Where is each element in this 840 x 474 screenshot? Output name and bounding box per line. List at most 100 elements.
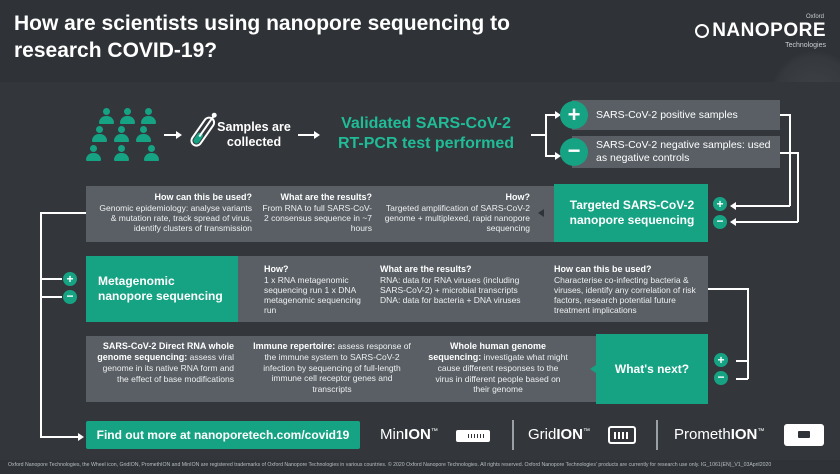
logo-wheel-icon: [695, 24, 710, 38]
plus-icon: +: [714, 353, 728, 367]
arrow-head: [590, 365, 596, 373]
person-icon: [120, 108, 135, 124]
next-item-immune: Immune repertoire: assess response of th…: [252, 341, 412, 394]
minus-icon: −: [713, 215, 727, 229]
minion-device-icon: [456, 430, 490, 442]
next-item1-text: assess viral genome in its native RNA fo…: [102, 352, 234, 384]
branch-line: [531, 134, 545, 136]
arrow-head: [314, 131, 320, 139]
minion-a: Min: [380, 426, 405, 443]
targeted-use-heading: How can this be used?: [154, 192, 252, 202]
connector-line: [797, 152, 799, 222]
arrow-line: [298, 134, 314, 136]
metagenomic-use-heading: How can this be used?: [554, 264, 652, 274]
find-out-more-link[interactable]: Find out more at nanoporetech.com/covid1…: [86, 421, 360, 449]
connector-line: [42, 278, 62, 280]
next-item-direct-rna: SARS-CoV-2 Direct RNA whole genome seque…: [94, 341, 234, 384]
arrow-head: [176, 131, 182, 139]
metagenomic-how-block: How? 1 x RNA metagenomic sequencing run …: [264, 264, 364, 315]
next-info-panel: [86, 336, 598, 402]
minus-icon: −: [63, 290, 77, 304]
metagenomic-title: Metagenomic nanopore sequencing: [98, 274, 223, 303]
person-icon: [92, 126, 107, 142]
rt-pcr-test-label: Validated SARS-CoV-2 RT-PCR test perform…: [337, 115, 515, 152]
promethion-device-label: PromethION™: [674, 426, 764, 443]
plus-icon: +: [560, 101, 588, 129]
metagenomic-info-panel: [238, 256, 708, 322]
branch-line: [545, 114, 547, 156]
metagenomic-use-block: How can this be used? Characterise co-in…: [554, 264, 704, 315]
metagenomic-results-heading: What are the results?: [380, 264, 472, 274]
next-item3-text: investigate what might cause different r…: [435, 352, 568, 394]
arrow-line: [164, 134, 176, 136]
samples-collected-label: Samples are collected: [217, 120, 291, 149]
gridion-device-icon: [608, 426, 636, 444]
plus-icon: +: [713, 197, 727, 211]
targeted-title-box: [554, 184, 708, 242]
gridion-b: ION: [556, 426, 584, 443]
connector-line: [747, 288, 749, 379]
connector-line: [780, 114, 790, 116]
arrow-head: [538, 209, 544, 217]
tm-mark: ™: [430, 428, 438, 435]
connector-line: [780, 152, 798, 154]
minus-icon: −: [560, 138, 588, 166]
metagenomic-use-text: Characterise co-infecting bacteria & vir…: [554, 275, 696, 315]
person-icon: [144, 145, 159, 161]
next-item3-heading: Whole human genome sequencing:: [428, 341, 546, 362]
minion-b: ION: [404, 426, 431, 443]
tm-mark: ™: [583, 428, 591, 435]
metagenomic-title-box: [86, 256, 238, 322]
metagenomic-results-text: RNA: data for RNA viruses (including SAR…: [380, 275, 521, 305]
negative-samples-box: [572, 136, 780, 168]
minion-device-label: MinION™: [380, 426, 438, 443]
arrow-head: [730, 218, 736, 226]
connector-line: [789, 114, 791, 206]
logo-main: NANOPORE: [695, 20, 826, 42]
targeted-how-heading: How?: [505, 192, 531, 202]
targeted-results-heading: What are the results?: [280, 192, 372, 202]
arrow-head: [78, 433, 84, 441]
person-icon: [114, 126, 129, 142]
targeted-how-block: How? Targeted amplification of SARS-CoV-…: [382, 192, 530, 233]
find-out-more-text: Find out more at nanoporetech.com/covid1…: [96, 428, 350, 442]
metagenomic-results-block: What are the results? RNA: data for RNA …: [380, 264, 530, 305]
logo-sub: Oxford: [805, 14, 824, 20]
page-title: How are scientists using nanopore sequen…: [14, 12, 510, 62]
footer-legal-text: Oxford Nanopore Technologies, the Wheel …: [8, 462, 772, 468]
branch-line: [545, 155, 557, 157]
connector-line: [40, 436, 78, 438]
next-item1-heading: SARS-CoV-2 Direct RNA whole genome seque…: [97, 341, 234, 362]
arrow-head: [555, 111, 561, 119]
arrow-head: [730, 202, 736, 210]
targeted-info-panel: [86, 186, 556, 242]
connector-line: [736, 205, 790, 207]
person-icon: [114, 145, 129, 161]
device-separator: [512, 420, 514, 450]
metagenomic-how-heading: How?: [264, 264, 289, 274]
gridion-device-label: GridION™: [528, 426, 590, 443]
connector-line: [708, 288, 748, 290]
targeted-use-text: Genomic epidemiology: analyse variants &…: [99, 203, 252, 233]
metagenomic-how-text: 1 x RNA metagenomic sequencing run 1 x D…: [264, 275, 361, 315]
next-title: What's next?: [614, 362, 690, 376]
logo-tech: Technologies: [785, 42, 826, 49]
next-item2-text: assess response of the immune system to …: [263, 341, 411, 394]
gridion-a: Grid: [528, 426, 557, 443]
promethion-b: ION: [730, 426, 758, 443]
device-separator: [656, 420, 658, 450]
branch-line: [545, 114, 557, 116]
person-icon: [141, 108, 156, 124]
swab-tube-icon: [190, 112, 217, 147]
plus-icon: +: [63, 272, 77, 286]
next-item2-heading: Immune repertoire:: [253, 341, 336, 351]
promethion-device-icon: [784, 424, 824, 446]
targeted-results-text: From RNA to full SARS-CoV-2 consensus se…: [262, 203, 372, 233]
connector-line: [42, 296, 62, 298]
next-title-box: [596, 334, 708, 404]
person-icon: [99, 108, 114, 124]
arrow-head: [555, 152, 561, 160]
person-icon: [86, 145, 101, 161]
minus-icon: −: [714, 371, 728, 385]
positive-samples-box: [572, 100, 780, 130]
